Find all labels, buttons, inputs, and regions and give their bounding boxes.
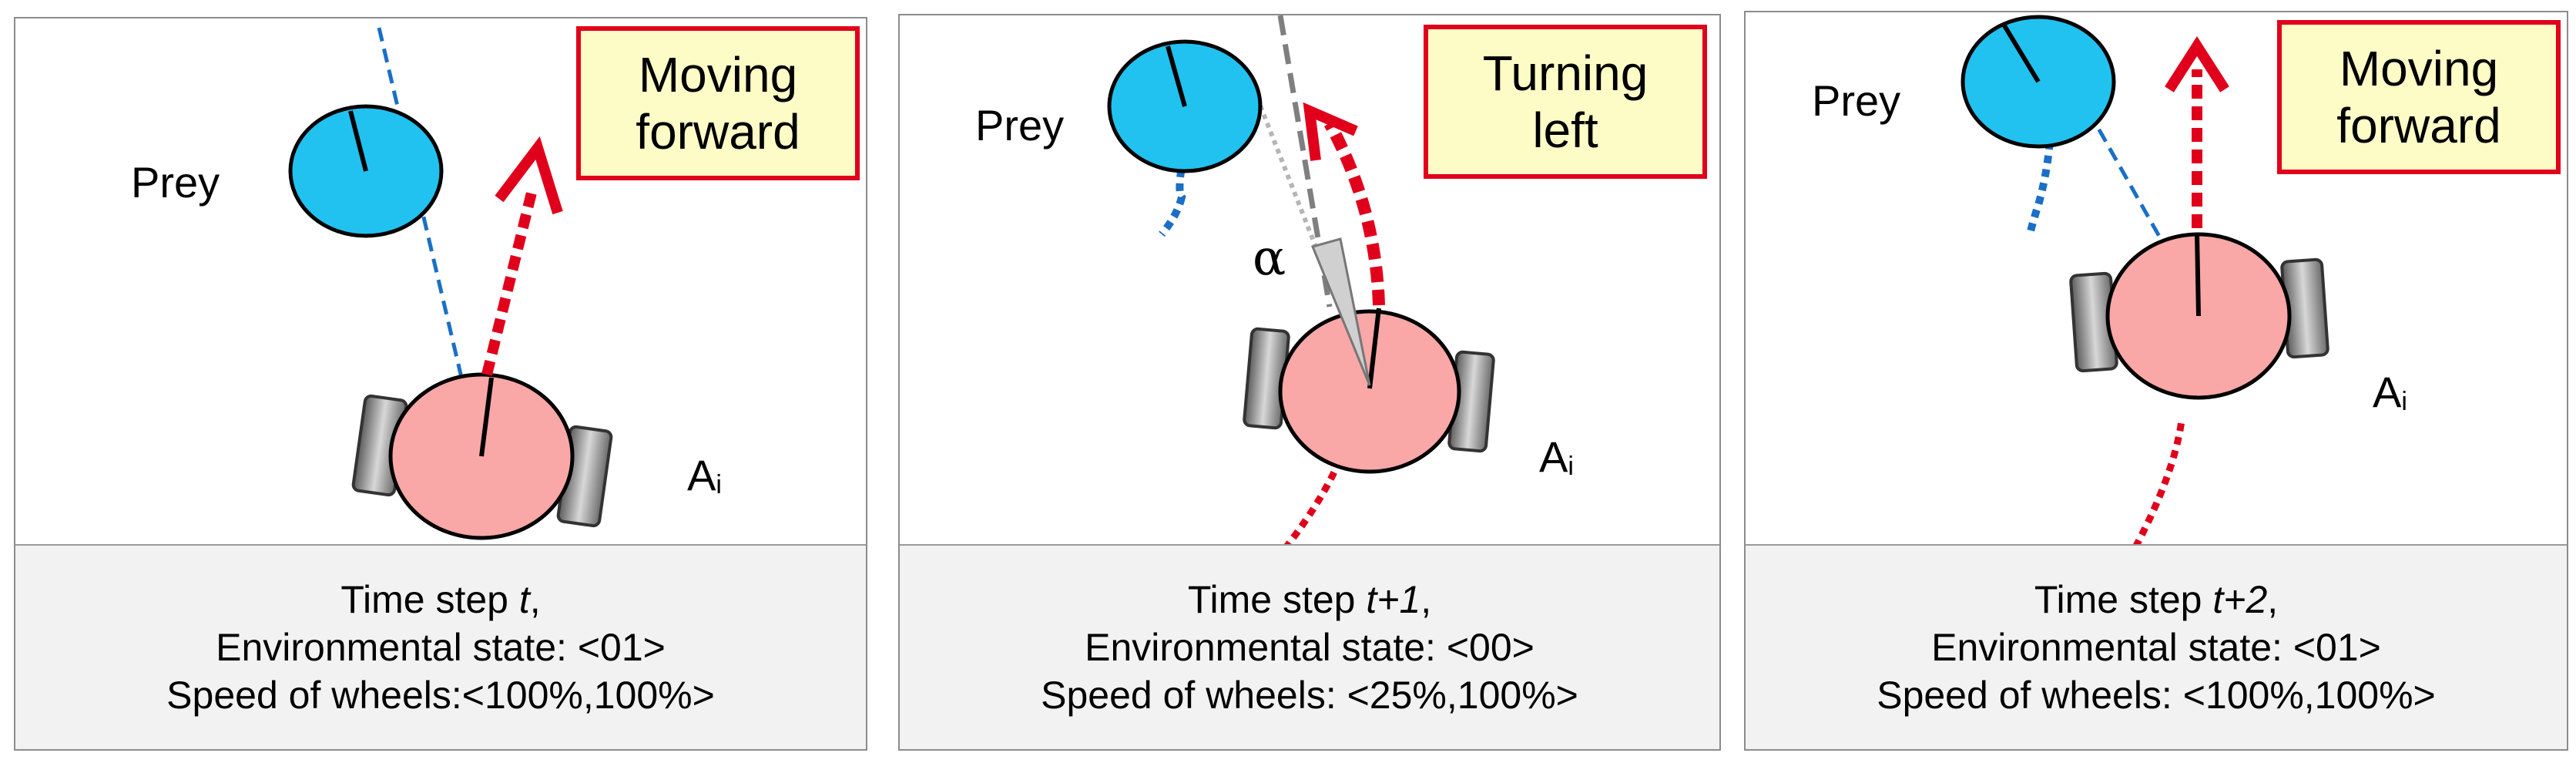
- agent-robot: [351, 372, 613, 540]
- prey-label: Prey: [975, 101, 1065, 150]
- caption-wheel-speed: Speed of wheels: <25%,100%>: [1041, 674, 1578, 717]
- angle-wedge: [1310, 237, 1371, 386]
- agent-trail: [1282, 445, 1349, 550]
- scene-t-plus-1: [1107, 15, 1495, 550]
- action-badge: Moving forward: [2277, 20, 2561, 174]
- scene-t-plus-2: [1961, 15, 2329, 550]
- scene-t: [288, 27, 613, 540]
- caption-time-step: Time step t,: [340, 578, 541, 621]
- turn-arrow: [1303, 102, 1385, 306]
- caption-environmental-state: Environmental state: <01>: [216, 626, 666, 669]
- prey-trail: [1159, 155, 1187, 237]
- caption: Time step t+1, Environmental state: <00>…: [900, 544, 1719, 749]
- panel-time-step-t-plus-1: Turning left Prey α Ai Time step t+1, En…: [898, 14, 1721, 751]
- prey-robot: [1107, 39, 1263, 173]
- badge-line-2: left: [1532, 103, 1598, 158]
- caption-environmental-state: Environmental state: <01>: [1931, 626, 2381, 669]
- caption-wheel-speed: Speed of wheels:<100%,100%>: [166, 674, 715, 717]
- panel-time-step-t-plus-2: Moving forward Prey Ai Time step t+2, En…: [1744, 11, 2568, 751]
- caption-environmental-state: Environmental state: <00>: [1085, 626, 1535, 669]
- badge-line-1: Moving: [638, 47, 798, 103]
- agent-label: Ai: [1539, 432, 1574, 481]
- caption: Time step t+2, Environmental state: <01>…: [1746, 544, 2567, 749]
- movement-arrow: [2165, 36, 2229, 228]
- badge-line-1: Turning: [1482, 45, 1649, 101]
- panel-time-step-t: Moving forward Prey Ai Time step t, Envi…: [14, 17, 867, 751]
- agent-label: Ai: [2373, 368, 2407, 416]
- prey-label: Prey: [131, 158, 220, 207]
- caption-time-step: Time step t+1,: [1187, 578, 1432, 621]
- caption-time-step: Time step t+2,: [2034, 578, 2279, 621]
- agent-robot: [1243, 308, 1495, 474]
- prey-trail: [2027, 127, 2054, 233]
- caption-wheel-speed: Speed of wheels: <100%,100%>: [1877, 674, 2436, 717]
- agent-label: Ai: [687, 451, 722, 499]
- movement-arrow: [481, 136, 563, 376]
- badge-line-2: forward: [636, 104, 800, 160]
- agent-trail: [2132, 420, 2185, 550]
- angle-alpha-label: α: [1253, 230, 1286, 287]
- action-badge: Turning left: [1424, 25, 1707, 179]
- badge-line-2: forward: [2336, 98, 2501, 153]
- badge-line-1: Moving: [2339, 41, 2499, 96]
- line-of-sight: [2044, 34, 2164, 242]
- action-badge: Moving forward: [576, 26, 860, 180]
- caption: Time step t, Environmental state: <01> S…: [15, 544, 866, 749]
- prey-robot: [1961, 15, 2116, 149]
- prey-label: Prey: [1812, 76, 1901, 125]
- agent-robot: [2069, 232, 2329, 400]
- prey-robot: [288, 104, 444, 238]
